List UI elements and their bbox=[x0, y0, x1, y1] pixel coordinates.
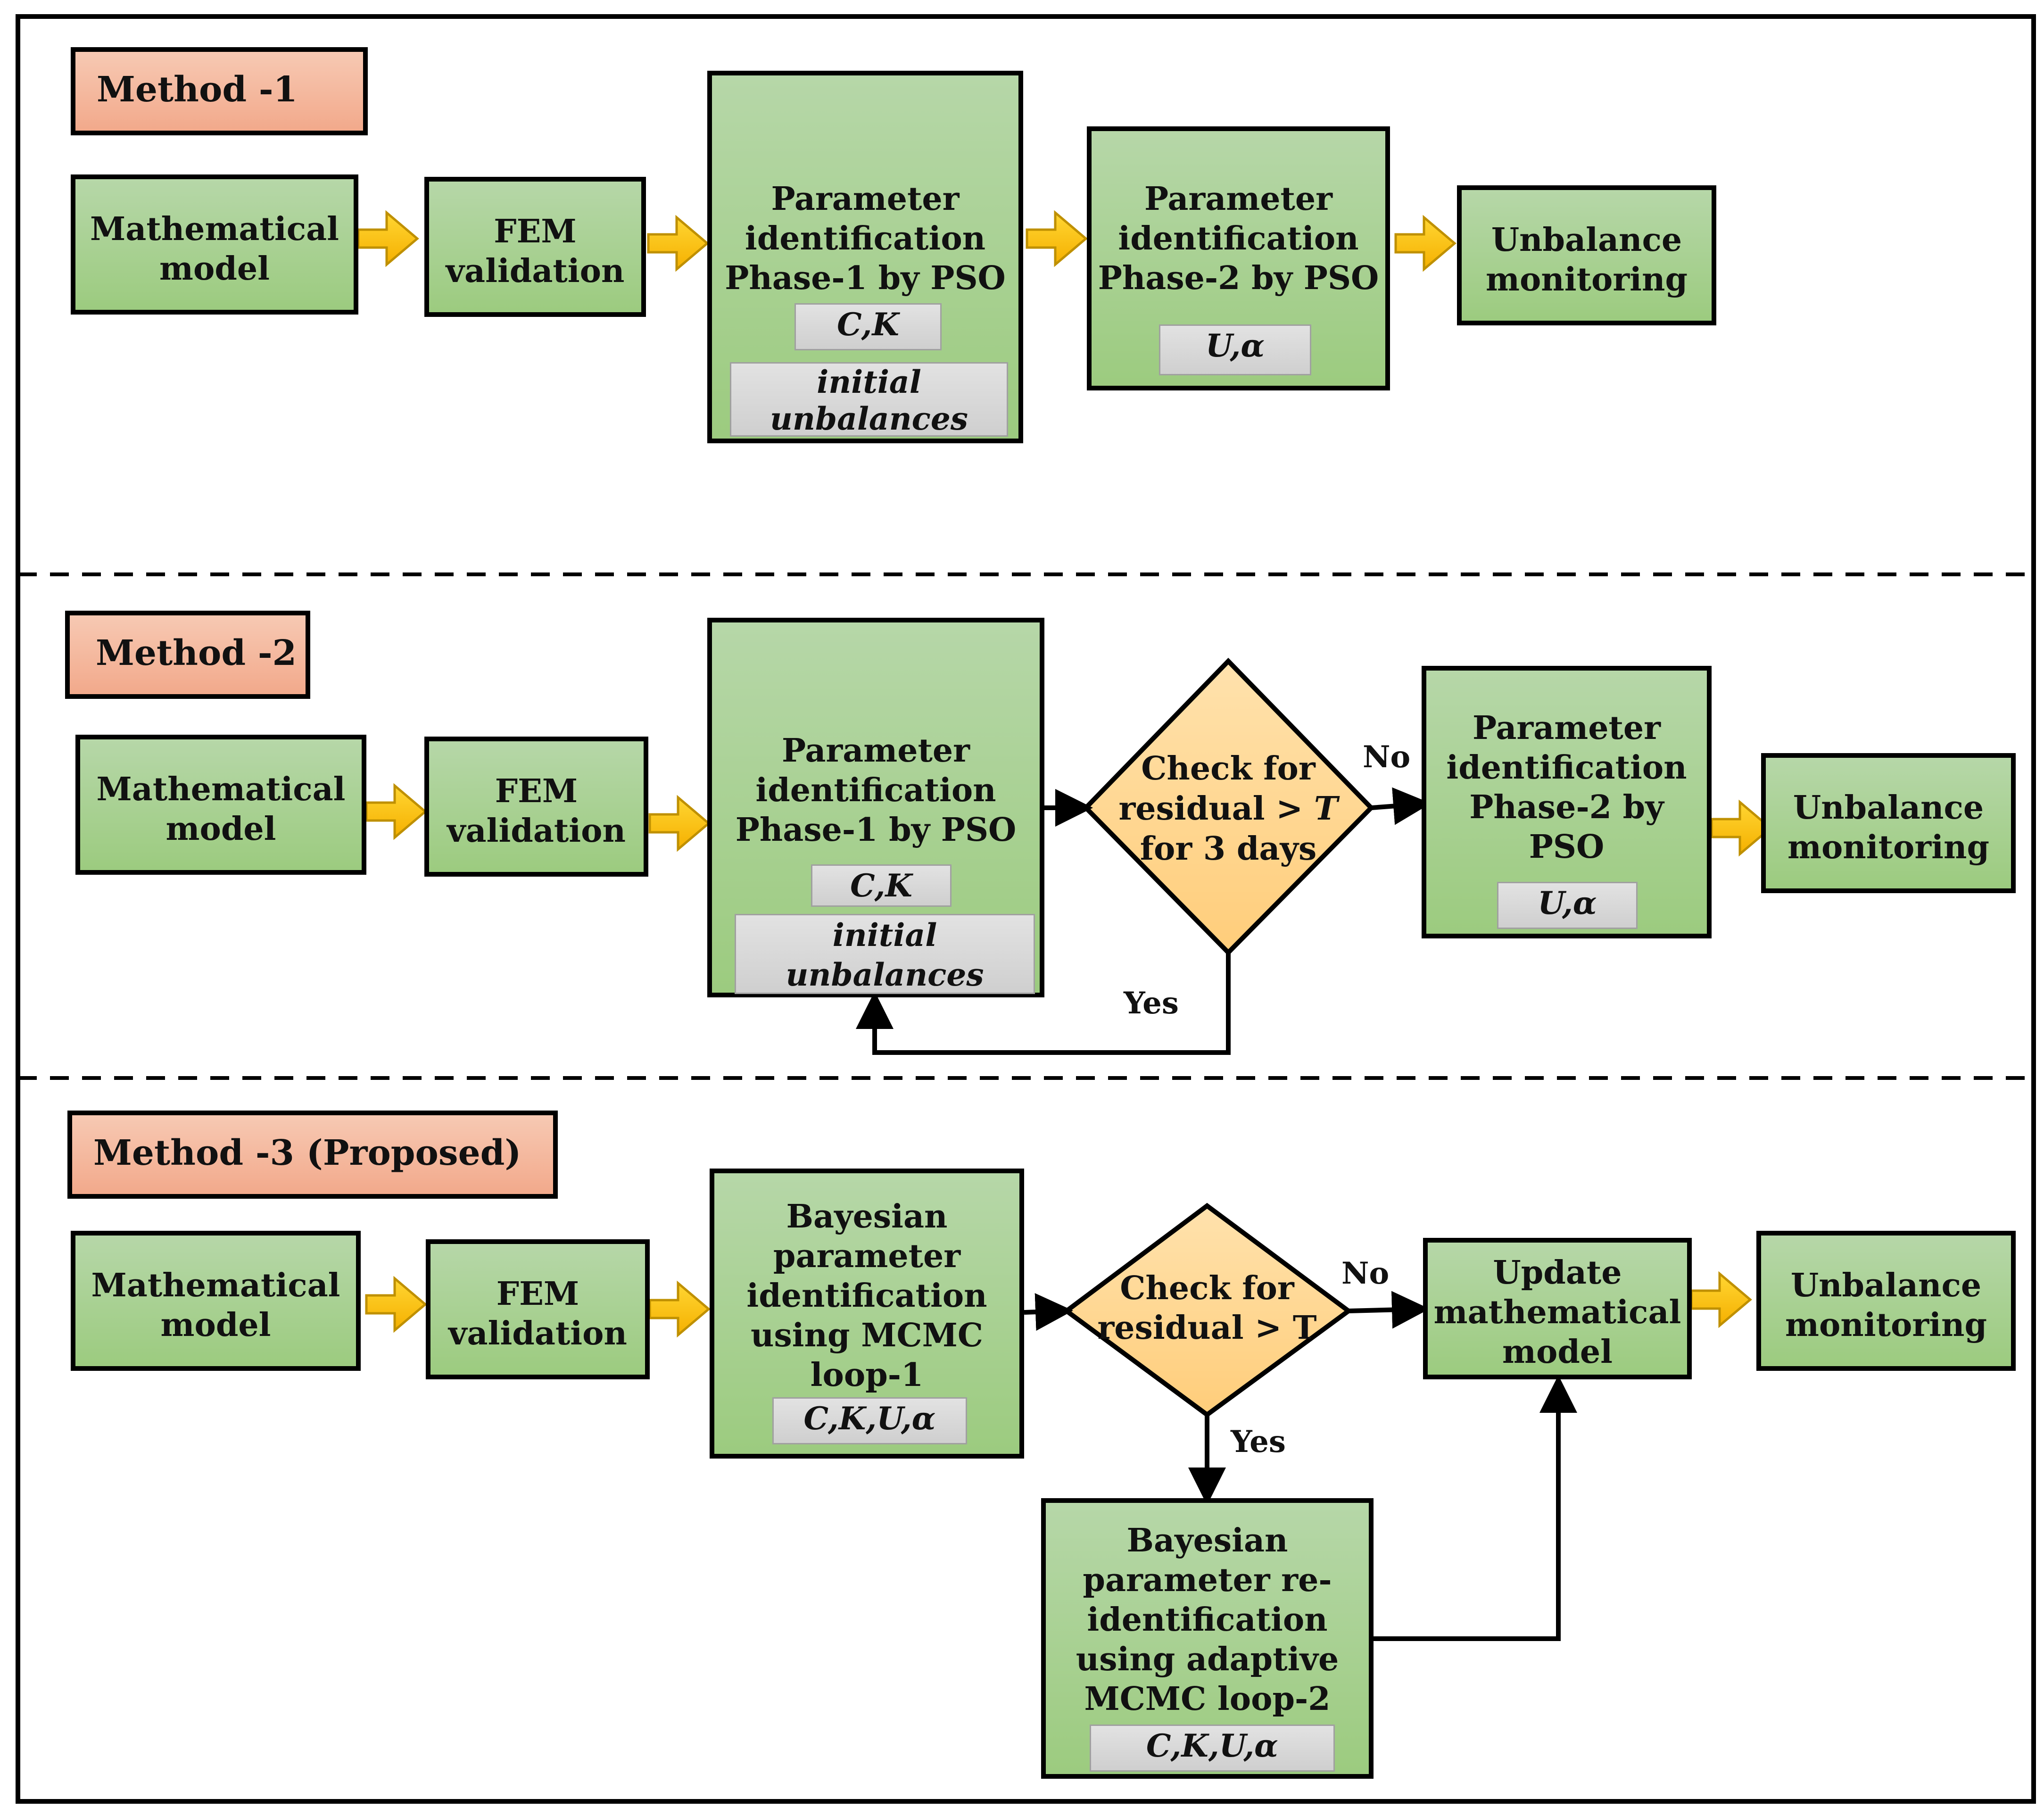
method2-math-model-box: Mathematical model bbox=[75, 735, 366, 875]
method1-phase1-tag-unbalances: initial unbalances bbox=[730, 362, 1008, 437]
block-arrow bbox=[648, 795, 711, 852]
method1-fem-box: FEM validation bbox=[424, 177, 646, 317]
connector-m3-no bbox=[1348, 1291, 1430, 1329]
method2-phase2-label: Parameter identification Phase-2 by PSO bbox=[1446, 709, 1687, 866]
method1-title: Method -1 bbox=[71, 47, 368, 135]
block-arrow bbox=[365, 783, 427, 840]
method3-no-label: No bbox=[1341, 1256, 1390, 1291]
block-arrow bbox=[1026, 210, 1088, 267]
method2-phase2-tag: U,α bbox=[1497, 882, 1638, 929]
method2-title: Method -2 bbox=[65, 611, 310, 699]
method3-reid-box: Bayesian parameter re- identification us… bbox=[1041, 1498, 1374, 1779]
method3-bayes-tag: C,K,U,α bbox=[772, 1397, 967, 1444]
method2-no-label: No bbox=[1363, 739, 1411, 775]
method2-decision-line3: for 3 days bbox=[1140, 830, 1317, 868]
connector-m2-no bbox=[1371, 787, 1431, 825]
method2-decision-text: Check for residual > T for 3 days bbox=[1099, 749, 1358, 869]
method3-monitor-label: Unbalance monitoring bbox=[1785, 1267, 1987, 1344]
method3-math-model-box: Mathematical model bbox=[71, 1231, 361, 1371]
block-arrow bbox=[365, 1276, 427, 1333]
method3-fem-box: FEM validation bbox=[426, 1239, 650, 1379]
method3-decision-text: Check for residual > T bbox=[1097, 1269, 1317, 1347]
method2-fem-label: FEM validation bbox=[447, 772, 626, 850]
method1-phase2-tag: U,α bbox=[1159, 324, 1311, 375]
method1-math-model-box: Mathematical model bbox=[71, 174, 358, 315]
block-arrow bbox=[1710, 799, 1772, 857]
method3-bayes-label: Bayesian parameter identification using … bbox=[746, 1198, 987, 1394]
block-arrow bbox=[647, 215, 709, 272]
method3-fem-label: FEM validation bbox=[448, 1275, 627, 1352]
method2-phase1-tag-unbalances: initial unbalances bbox=[735, 914, 1035, 994]
method1-math-model-label: Mathematical model bbox=[90, 210, 339, 288]
method1-monitor-box: Unbalance monitoring bbox=[1457, 185, 1716, 325]
method1-phase2-box: Parameter identification Phase-2 by PSO … bbox=[1087, 126, 1390, 390]
method2-monitor-label: Unbalance monitoring bbox=[1787, 789, 1989, 866]
method1-monitor-label: Unbalance monitoring bbox=[1486, 221, 1688, 299]
method3-math-model-label: Mathematical model bbox=[91, 1267, 340, 1344]
method2-decision-line1: Check for bbox=[1141, 750, 1316, 788]
block-arrow bbox=[1394, 215, 1456, 272]
block-arrow bbox=[1690, 1271, 1752, 1328]
method3-yes-label: Yes bbox=[1231, 1424, 1286, 1459]
method2-phase1-box: Parameter identification Phase-1 by PSO … bbox=[707, 618, 1044, 997]
method2-phase1-tag-ck: C,K bbox=[811, 864, 952, 907]
method2-fem-box: FEM validation bbox=[424, 737, 648, 877]
method1-phase1-tag-ck: C,K bbox=[794, 303, 942, 350]
method2-phase1-label: Parameter identification Phase-1 by PSO bbox=[735, 732, 1017, 849]
method3-monitor-box: Unbalance monitoring bbox=[1756, 1231, 2016, 1371]
method2-decision-threshold: T bbox=[1314, 790, 1338, 828]
method1-phase2-label: Parameter identification Phase-2 by PSO bbox=[1098, 180, 1379, 297]
method3-reid-tag: C,K,U,α bbox=[1090, 1725, 1335, 1772]
connector-m3-reid-to-update bbox=[1374, 1375, 1577, 1641]
method1-phase1-label: Parameter identification Phase-1 by PSO bbox=[725, 180, 1006, 297]
outer-frame bbox=[16, 14, 2036, 1804]
method2-decision-line2: residual > T bbox=[1118, 790, 1338, 828]
method3-bayes-box: Bayesian parameter identification using … bbox=[710, 1169, 1024, 1459]
block-arrow bbox=[648, 1280, 711, 1338]
method2-phase2-box: Parameter identification Phase-2 by PSO … bbox=[1422, 666, 1712, 938]
block-arrow bbox=[357, 210, 419, 267]
method2-yes-label: Yes bbox=[1124, 986, 1179, 1021]
method3-update-box: Update mathematical model bbox=[1423, 1238, 1692, 1379]
method3-title: Method -3 (Proposed) bbox=[67, 1111, 558, 1199]
method2-math-model-label: Mathematical model bbox=[96, 771, 346, 848]
method1-fem-label: FEM validation bbox=[446, 213, 625, 290]
method3-update-label: Update mathematical model bbox=[1433, 1254, 1681, 1371]
method1-phase1-box: Parameter identification Phase-1 by PSO … bbox=[707, 71, 1023, 443]
method2-monitor-box: Unbalance monitoring bbox=[1761, 753, 2016, 893]
connector-m2-yes bbox=[856, 953, 1231, 1055]
method3-reid-label: Bayesian parameter re- identification us… bbox=[1076, 1522, 1339, 1718]
connector-m3-to-decision bbox=[1024, 1293, 1073, 1331]
